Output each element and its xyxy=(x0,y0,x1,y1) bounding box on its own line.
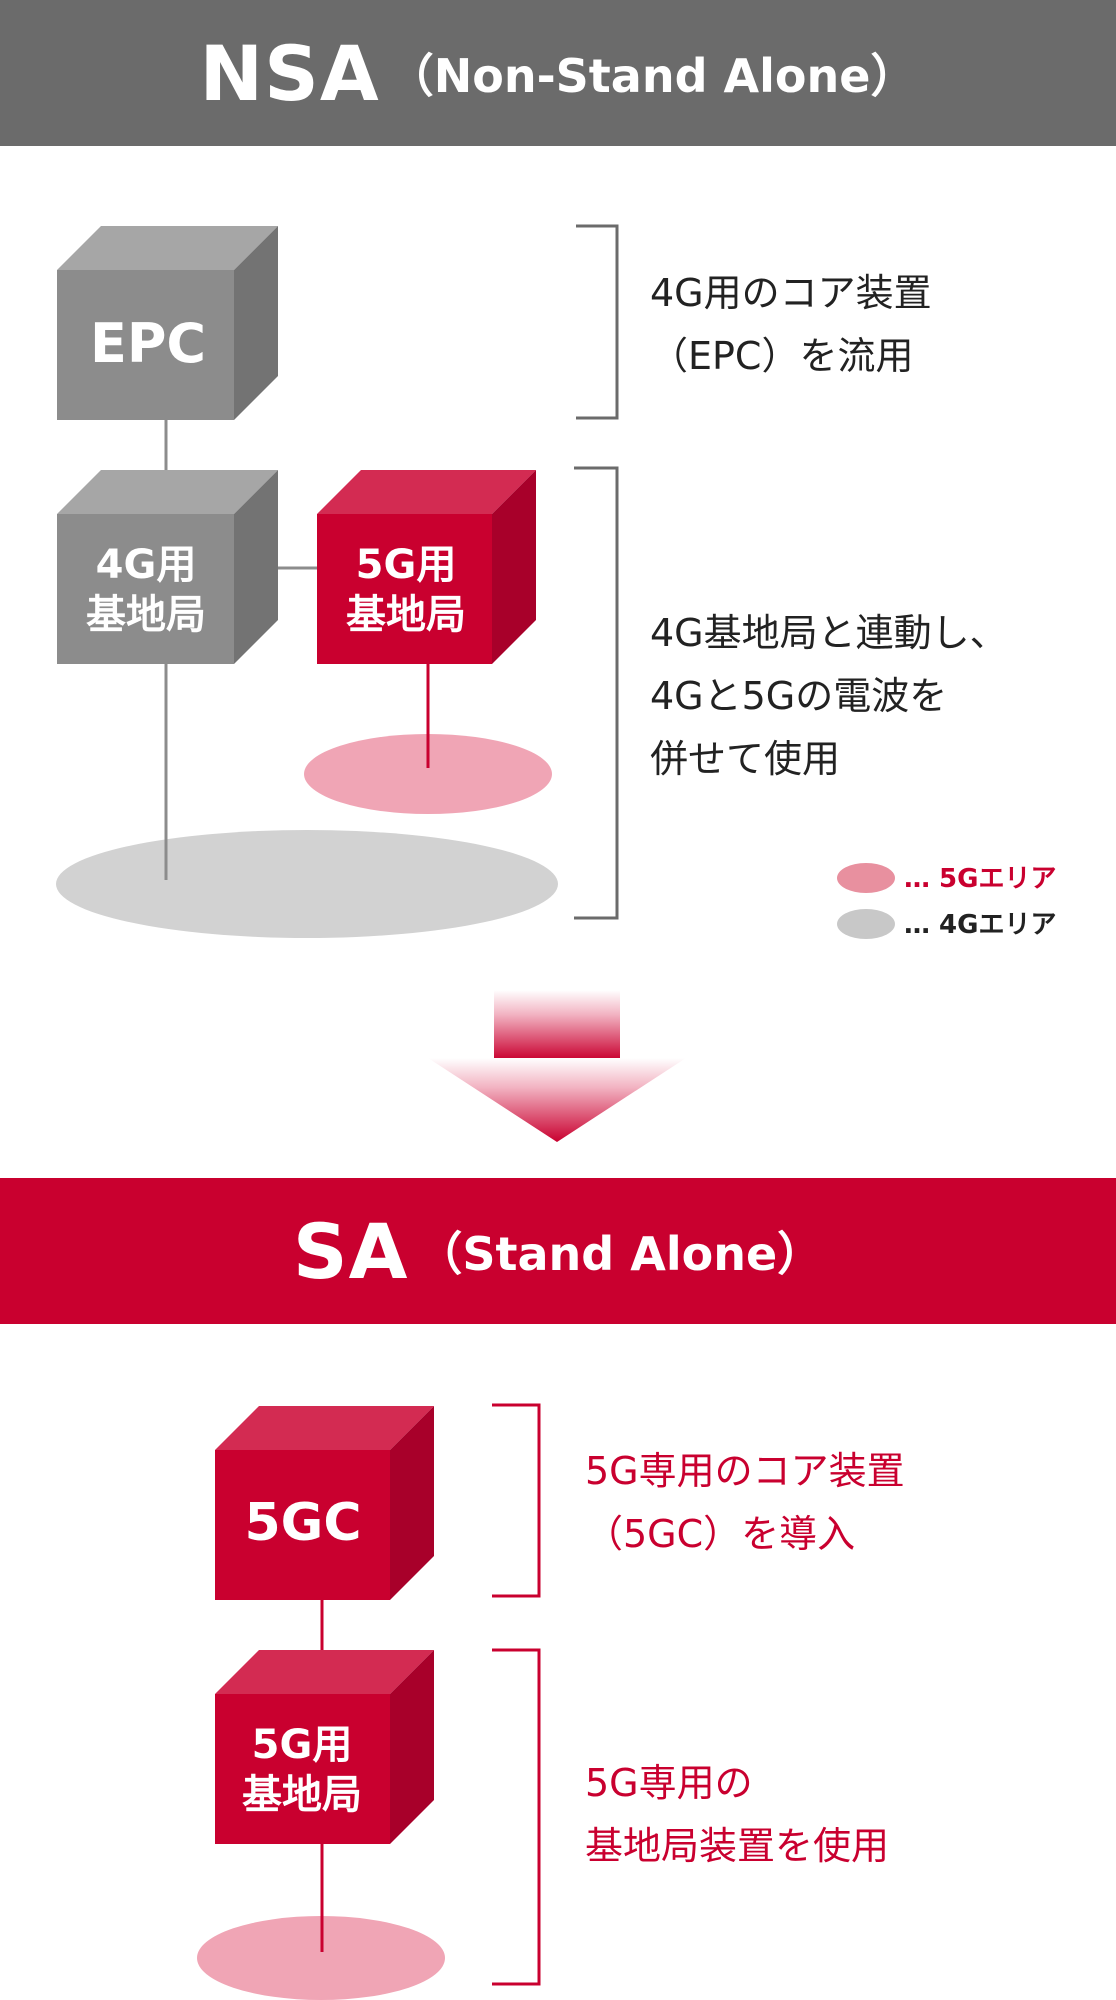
sa-desc2-line1: 5G専用の xyxy=(585,1761,753,1805)
sa-title: SA xyxy=(292,1206,409,1296)
legend-4g-swatch xyxy=(837,909,895,939)
nsa-bracket-station xyxy=(574,466,619,920)
sa-bracket-station xyxy=(492,1648,541,1986)
bs5g-cube-nsa: 5G用 基地局 xyxy=(317,470,536,664)
nsa-title: NSA xyxy=(199,28,380,118)
bs5g-cube-sa: 5G用 基地局 xyxy=(215,1650,434,1844)
nsa-desc1-line2: （EPC）を流用 xyxy=(650,334,914,378)
epc-cube: EPC xyxy=(57,226,278,420)
bs5g-nsa-label-line2: 基地局 xyxy=(346,592,466,638)
transition-arrow xyxy=(428,990,686,1142)
nsa-bracket-core xyxy=(576,224,619,420)
area-5g-ellipse xyxy=(304,734,552,814)
area-5g-sa-ellipse xyxy=(197,1916,445,2000)
nsa-title-banner: NSA （Non-Stand Alone） xyxy=(0,0,1116,146)
sa-desc1-line2: （5GC）を導入 xyxy=(585,1512,856,1556)
sa-desc1-line1: 5G専用のコア装置 xyxy=(585,1449,905,1493)
sa-bracket-core xyxy=(492,1403,541,1598)
legend-5g-swatch xyxy=(837,863,895,893)
legend-5g-label: … 5Gエリア xyxy=(904,864,1057,894)
nsa-desc1-line1: 4G用のコア装置 xyxy=(650,271,932,315)
sa-station-description: 5G専用の 基地局装置を使用 xyxy=(585,1752,889,1878)
nsa-desc2-line2: 4Gと5Gの電波を xyxy=(650,674,948,718)
5gc-cube: 5GC xyxy=(215,1406,434,1600)
bs4g-label-line1: 4G用 xyxy=(96,542,197,588)
bs5g-sa-label-line1: 5G用 xyxy=(252,1722,353,1768)
area-4g-ellipse xyxy=(56,830,558,938)
nsa-subtitle: （Non-Stand Alone） xyxy=(387,49,917,103)
5gc-label: 5GC xyxy=(244,1493,361,1553)
legend-4g-label: … 4Gエリア xyxy=(904,910,1057,940)
sa-desc2-line2: 基地局装置を使用 xyxy=(585,1824,890,1868)
epc-label: EPC xyxy=(90,312,206,375)
bs5g-nsa-label-line1: 5G用 xyxy=(356,542,457,588)
sa-core-description: 5G専用のコア装置 （5GC）を導入 xyxy=(585,1440,905,1566)
bs5g-sa-label-line2: 基地局 xyxy=(242,1772,362,1818)
nsa-core-description: 4G用のコア装置 （EPC）を流用 xyxy=(650,262,932,388)
bs4g-cube: 4G用 基地局 xyxy=(57,470,278,664)
nsa-station-description: 4G基地局と連動し、 4Gと5Gの電波を 併せて使用 xyxy=(650,602,1008,791)
sa-title-banner: SA （Stand Alone） xyxy=(0,1178,1116,1324)
sa-subtitle: （Stand Alone） xyxy=(416,1227,824,1281)
nsa-desc2-line3: 併せて使用 xyxy=(650,737,841,781)
bs4g-label-line2: 基地局 xyxy=(86,592,206,638)
nsa-desc2-line1: 4G基地局と連動し、 xyxy=(650,611,1008,655)
